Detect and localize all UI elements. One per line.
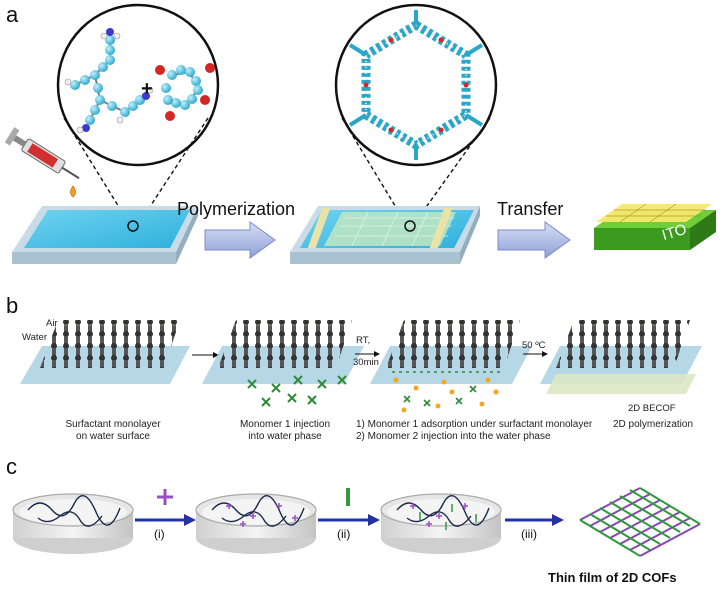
step3-arrow [505, 514, 564, 526]
framework-zoom-circle [334, 3, 498, 167]
ito-substrate [594, 203, 716, 250]
petri-dish-2 [195, 493, 317, 554]
step2-arrow [318, 488, 380, 526]
caption-b1: Surfactant monolayer on water surface [48, 419, 178, 442]
monomer-2-dots [393, 377, 499, 413]
petri-dish-1 [12, 493, 134, 554]
time-label: 30min [353, 357, 379, 368]
step1-arrow [135, 489, 196, 526]
air-label: Air [46, 318, 58, 329]
polymerization-arrow [204, 221, 276, 259]
caption-b2: Monomer 1 injection into water phase [226, 419, 344, 442]
transfer-label: Transfer [497, 199, 564, 219]
water-label: Water [22, 332, 47, 343]
caption-b3-line1: 1) Monomer 1 adsorption under surfactant… [356, 419, 593, 430]
water-tray-left [12, 206, 198, 264]
temp-label: 50 ºC [522, 340, 546, 351]
panel-c-letter: c [6, 454, 17, 479]
becof-label: 2D BECOF [628, 403, 676, 414]
water-tray-film [290, 206, 480, 264]
petri-dish-3 [380, 493, 502, 554]
panel-b-letter: b [6, 293, 19, 318]
surfactant-monolayer-2 [202, 318, 364, 407]
surfactant-monolayer-4 [540, 318, 702, 394]
caption-b4: 2D polymerization [612, 419, 694, 430]
plus-sign: + [141, 78, 153, 100]
polymerization-label: Polymerization [177, 199, 296, 219]
panel-a-letter: a [6, 2, 19, 27]
caption-b1-line2: on water surface [76, 430, 150, 442]
molecule-zoom-circle-1 [56, 3, 220, 167]
surfactant-monolayer-1 [20, 318, 190, 384]
caption-b2-line2: into water phase [248, 430, 322, 442]
monomer-purple-icon [157, 489, 173, 505]
step-i-label: (i) [154, 527, 165, 541]
rt-label: RT, [356, 335, 371, 346]
caption-b3: 1) Monomer 1 adsorption under surfactant… [356, 419, 592, 442]
cof-thin-film-grid [579, 487, 701, 557]
caption-b3-line2: 2) Monomer 2 injection into the water ph… [356, 430, 551, 442]
caption-b2-line1: Monomer 1 injection [239, 419, 331, 430]
step-iii-label: (iii) [521, 527, 537, 541]
monomer-1-crosses [247, 375, 347, 407]
caption-b1-line1: Surfactant monolayer [65, 419, 161, 430]
cof-film-label: Thin film of 2D COFs [548, 570, 677, 585]
syringe-icon [4, 127, 80, 198]
surfactant-monolayer-3 [370, 318, 532, 413]
step-ii-label: (ii) [337, 527, 351, 541]
transfer-arrow [497, 221, 571, 259]
